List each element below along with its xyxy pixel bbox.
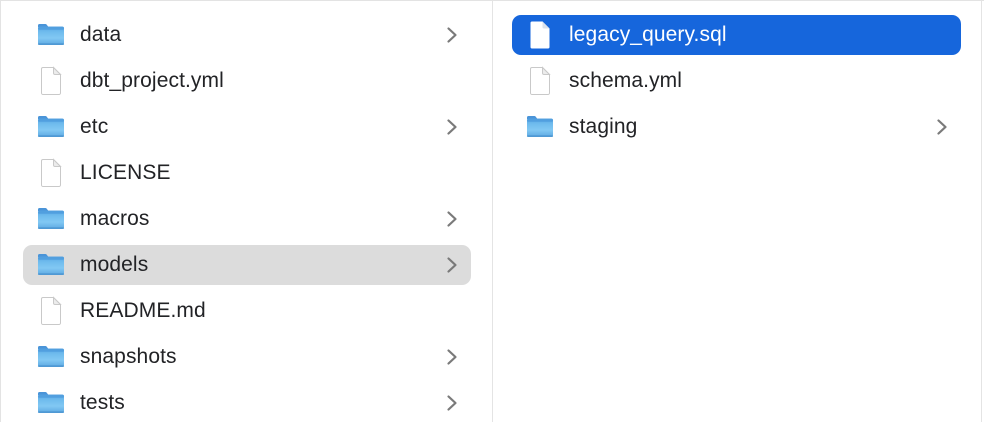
- chevron-right-icon: [446, 209, 458, 229]
- document-icon: [41, 66, 62, 95]
- file-column-current: legacy_query.sql s: [493, 1, 982, 422]
- file-name-label: schema.yml: [569, 69, 683, 92]
- file-row-data[interactable]: data: [1, 15, 492, 59]
- file-name-label: legacy_query.sql: [569, 23, 727, 46]
- folder-icon: [38, 392, 64, 413]
- file-name-label: README.md: [80, 299, 206, 322]
- file-row-license[interactable]: LICENSE: [1, 153, 492, 197]
- document-icon: [41, 158, 62, 187]
- file-row-readme-md[interactable]: README.md: [1, 291, 492, 335]
- chevron-right-icon: [446, 117, 458, 137]
- file-name-label: etc: [80, 115, 109, 138]
- chevron-right-icon: [936, 117, 948, 137]
- chevron-right-icon: [446, 25, 458, 45]
- file-row-macros[interactable]: macros: [1, 199, 492, 243]
- file-row-dbt-project-yml[interactable]: dbt_project.yml: [1, 61, 492, 105]
- folder-icon: [38, 116, 64, 137]
- file-name-label: staging: [569, 115, 638, 138]
- file-name-label: dbt_project.yml: [80, 69, 224, 92]
- file-name-label: snapshots: [80, 345, 177, 368]
- document-icon: [530, 21, 550, 49]
- file-name-label: LICENSE: [80, 161, 171, 184]
- file-name-label: tests: [80, 391, 125, 414]
- folder-icon: [38, 24, 64, 45]
- file-name-label: macros: [80, 207, 150, 230]
- file-row-schema-yml[interactable]: schema.yml: [493, 61, 981, 105]
- file-row-etc[interactable]: etc: [1, 107, 492, 151]
- document-icon: [41, 296, 62, 325]
- file-name-label: models: [80, 253, 149, 276]
- chevron-right-icon: [446, 393, 458, 413]
- chevron-right-icon: [446, 347, 458, 367]
- folder-icon: [527, 116, 553, 137]
- folder-icon: [38, 346, 64, 367]
- folder-icon: [38, 208, 64, 229]
- file-row-staging[interactable]: staging: [493, 107, 981, 151]
- document-icon: [530, 66, 551, 95]
- file-column-parent: data dbt_project.y: [1, 1, 493, 422]
- folder-icon: [38, 254, 64, 275]
- file-name-label: data: [80, 23, 122, 46]
- file-row-tests[interactable]: tests: [1, 383, 492, 422]
- file-row-snapshots[interactable]: snapshots: [1, 337, 492, 381]
- file-row-models[interactable]: models: [1, 245, 492, 289]
- file-row-legacy-query-sql[interactable]: legacy_query.sql: [493, 15, 981, 59]
- chevron-right-icon: [446, 255, 458, 275]
